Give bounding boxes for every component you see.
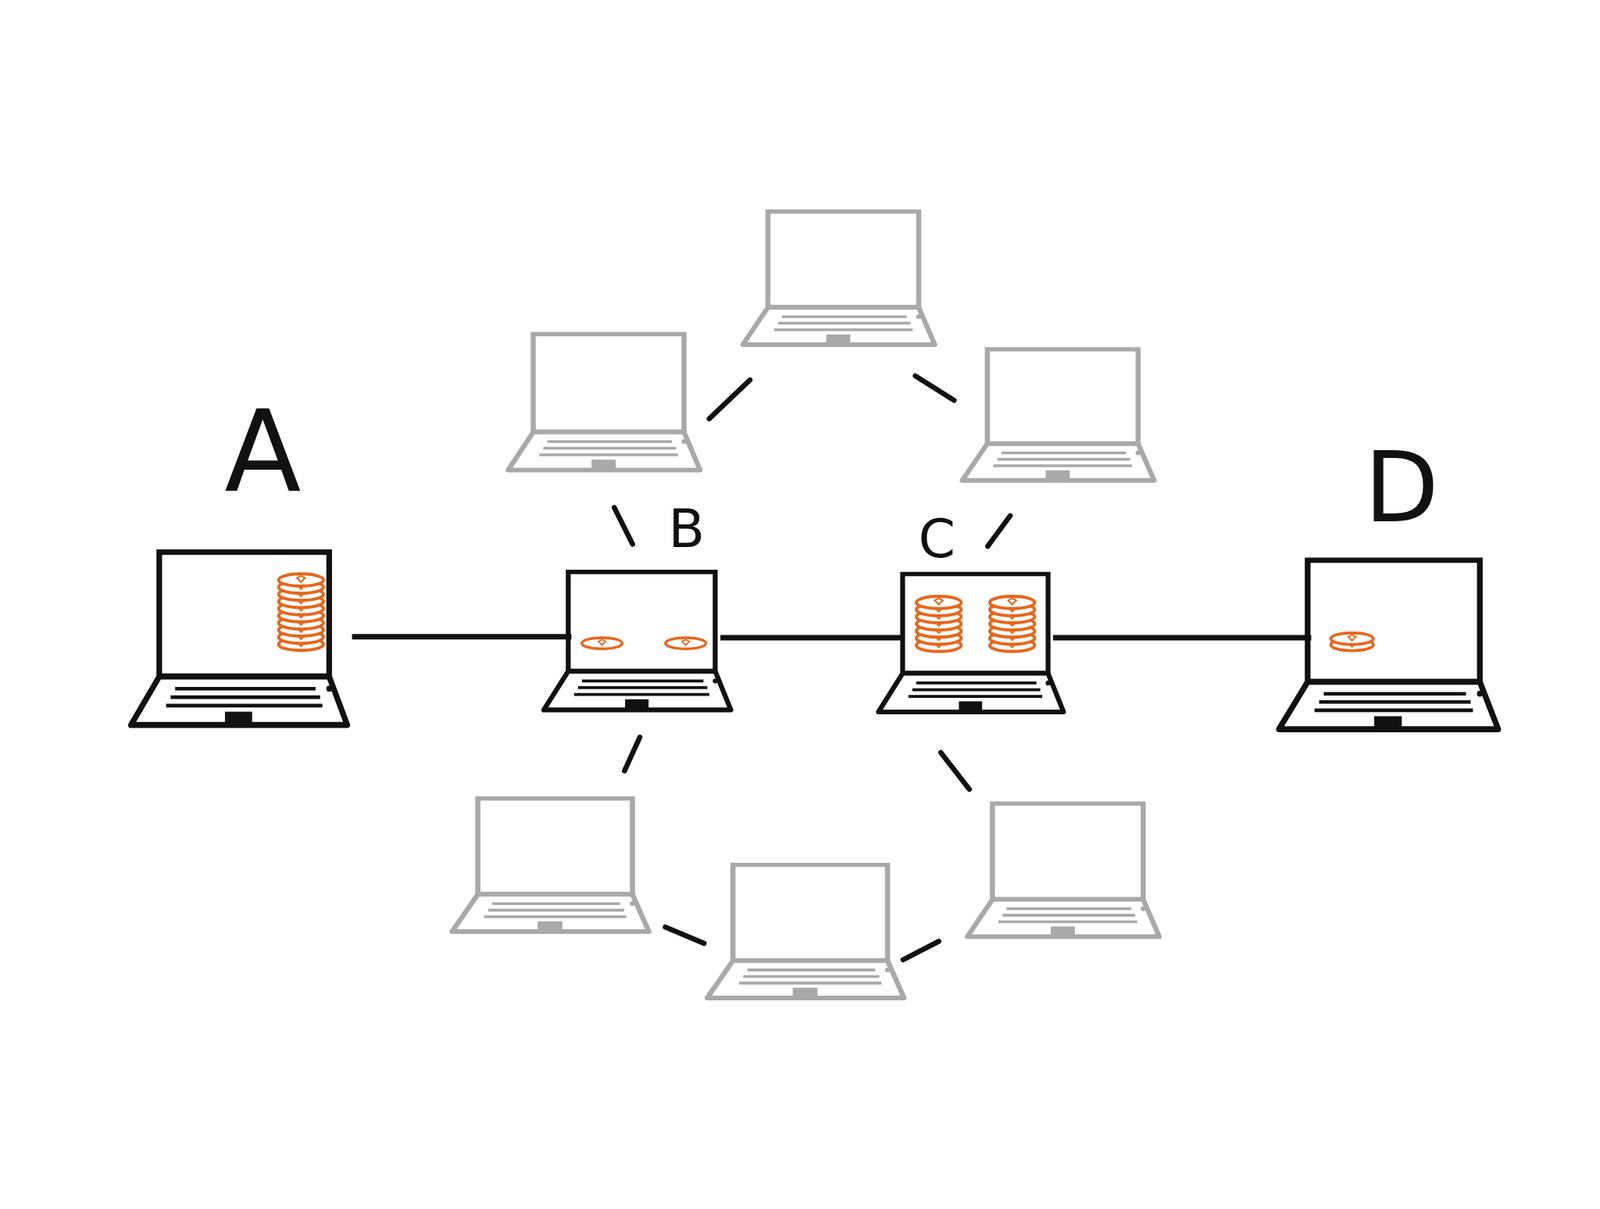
laptop-node: A — [160, 550, 352, 674]
node-label: A — [224, 396, 301, 509]
node-label: D — [1364, 439, 1440, 536]
link-line — [352, 633, 572, 640]
network-link — [720, 637, 904, 639]
laptop-node: D — [1310, 559, 1498, 679]
coin-stacks — [278, 573, 1374, 651]
node-label: C — [917, 512, 955, 566]
laptop-node: C — [903, 573, 1054, 674]
peer-laptops — [452, 210, 1160, 998]
main-laptops — [131, 551, 1499, 729]
laptop-node: B — [571, 571, 721, 674]
network-link — [352, 635, 572, 637]
node-label: B — [668, 502, 706, 556]
link-line — [720, 635, 904, 641]
link-line — [1053, 635, 1311, 641]
network-link — [1053, 637, 1311, 639]
